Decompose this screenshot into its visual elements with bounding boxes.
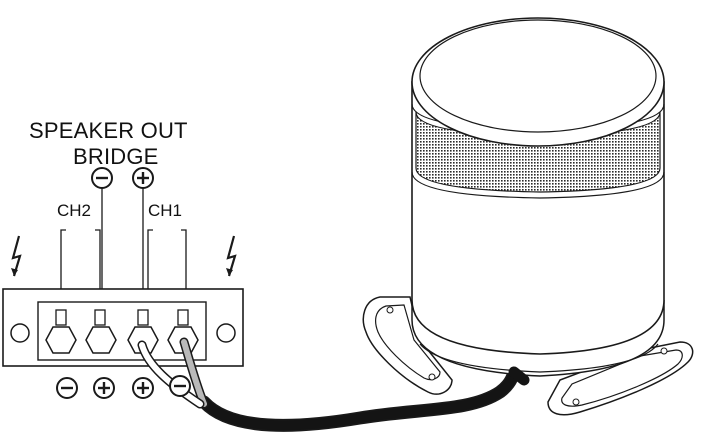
speaker-out-label: SPEAKER OUT [29,118,188,143]
channel-brackets [60,188,187,289]
polarity-plus-icon [132,377,154,399]
mounting-foot-right [547,341,694,416]
top-plus-icon [132,167,154,189]
speaker-cable [137,337,521,432]
bridge-label: BRIDGE [73,144,159,169]
mounting-foot-left [362,296,453,395]
terminal-block [2,288,244,367]
lightning-bolt-icon [226,235,237,277]
speaker [362,17,694,416]
lightning-bolt-icon [11,235,22,277]
ch1-label: CH1 [148,201,183,220]
ch2-label: CH2 [57,201,92,220]
polarity-minus-icon [169,375,191,397]
polarity-plus-icon [93,377,115,399]
top-minus-icon [91,167,113,189]
polarity-minus-icon [56,377,78,399]
